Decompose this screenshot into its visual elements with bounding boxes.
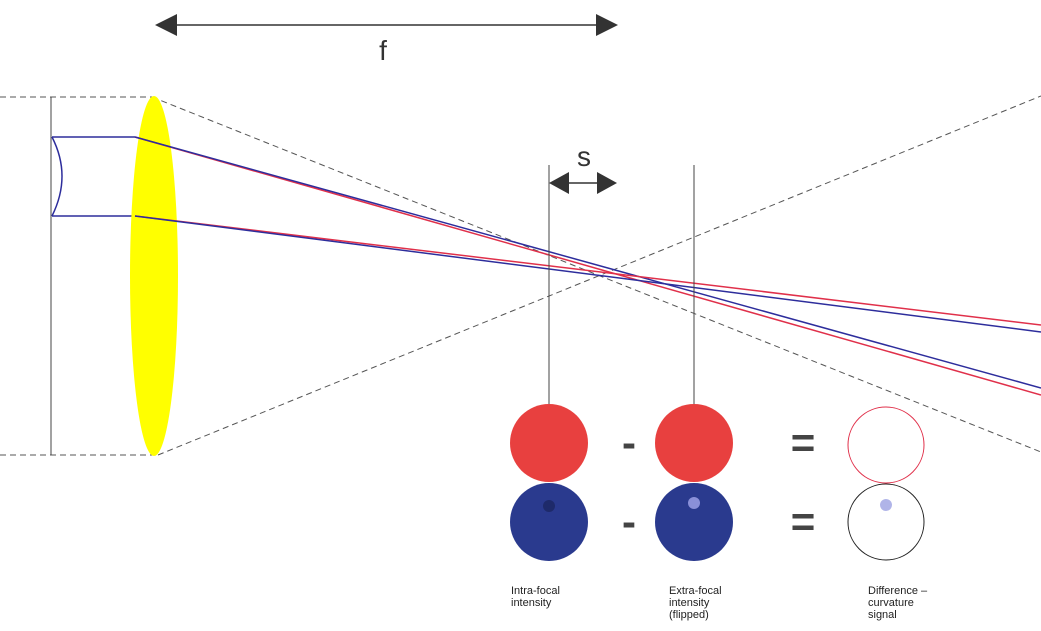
equals-operator-top: = bbox=[791, 419, 816, 466]
minus-operator-top: - bbox=[622, 419, 636, 466]
defocus-dimension bbox=[549, 172, 617, 194]
ray-red-upper bbox=[134, 136, 1041, 396]
extra-focal-blue-disc bbox=[655, 483, 733, 561]
focal-length-label: f bbox=[379, 35, 387, 66]
intra-focal-dark-spot bbox=[543, 500, 555, 512]
intra-focal-red-disc bbox=[510, 404, 588, 482]
equals-operator-bottom: = bbox=[791, 498, 816, 545]
ray-blue-lower bbox=[134, 215, 1041, 333]
difference-signal-spot bbox=[880, 499, 892, 511]
difference-caption: Difference – curvature signal bbox=[868, 585, 930, 621]
ray-red-lower bbox=[134, 215, 1041, 326]
difference-red-circle bbox=[847, 406, 925, 484]
intra-focal-caption: Intra-focal intensity bbox=[511, 585, 563, 609]
lens bbox=[130, 96, 178, 456]
rays bbox=[134, 136, 1041, 396]
beam-envelope bbox=[0, 95, 1041, 456]
extra-focal-red-disc bbox=[655, 404, 733, 482]
intra-focal-blue-disc bbox=[510, 483, 588, 561]
extra-focal-caption: Extra-focal intensity (flipped) bbox=[669, 585, 725, 621]
focal-length-dimension bbox=[155, 14, 618, 36]
ray-blue-upper bbox=[134, 136, 1041, 389]
incoming-wavefront bbox=[51, 136, 135, 217]
extra-focal-bright-spot bbox=[688, 497, 700, 509]
minus-operator-bottom: - bbox=[622, 498, 636, 545]
defocus-label: s bbox=[577, 141, 591, 172]
difference-black-circle bbox=[847, 483, 925, 561]
